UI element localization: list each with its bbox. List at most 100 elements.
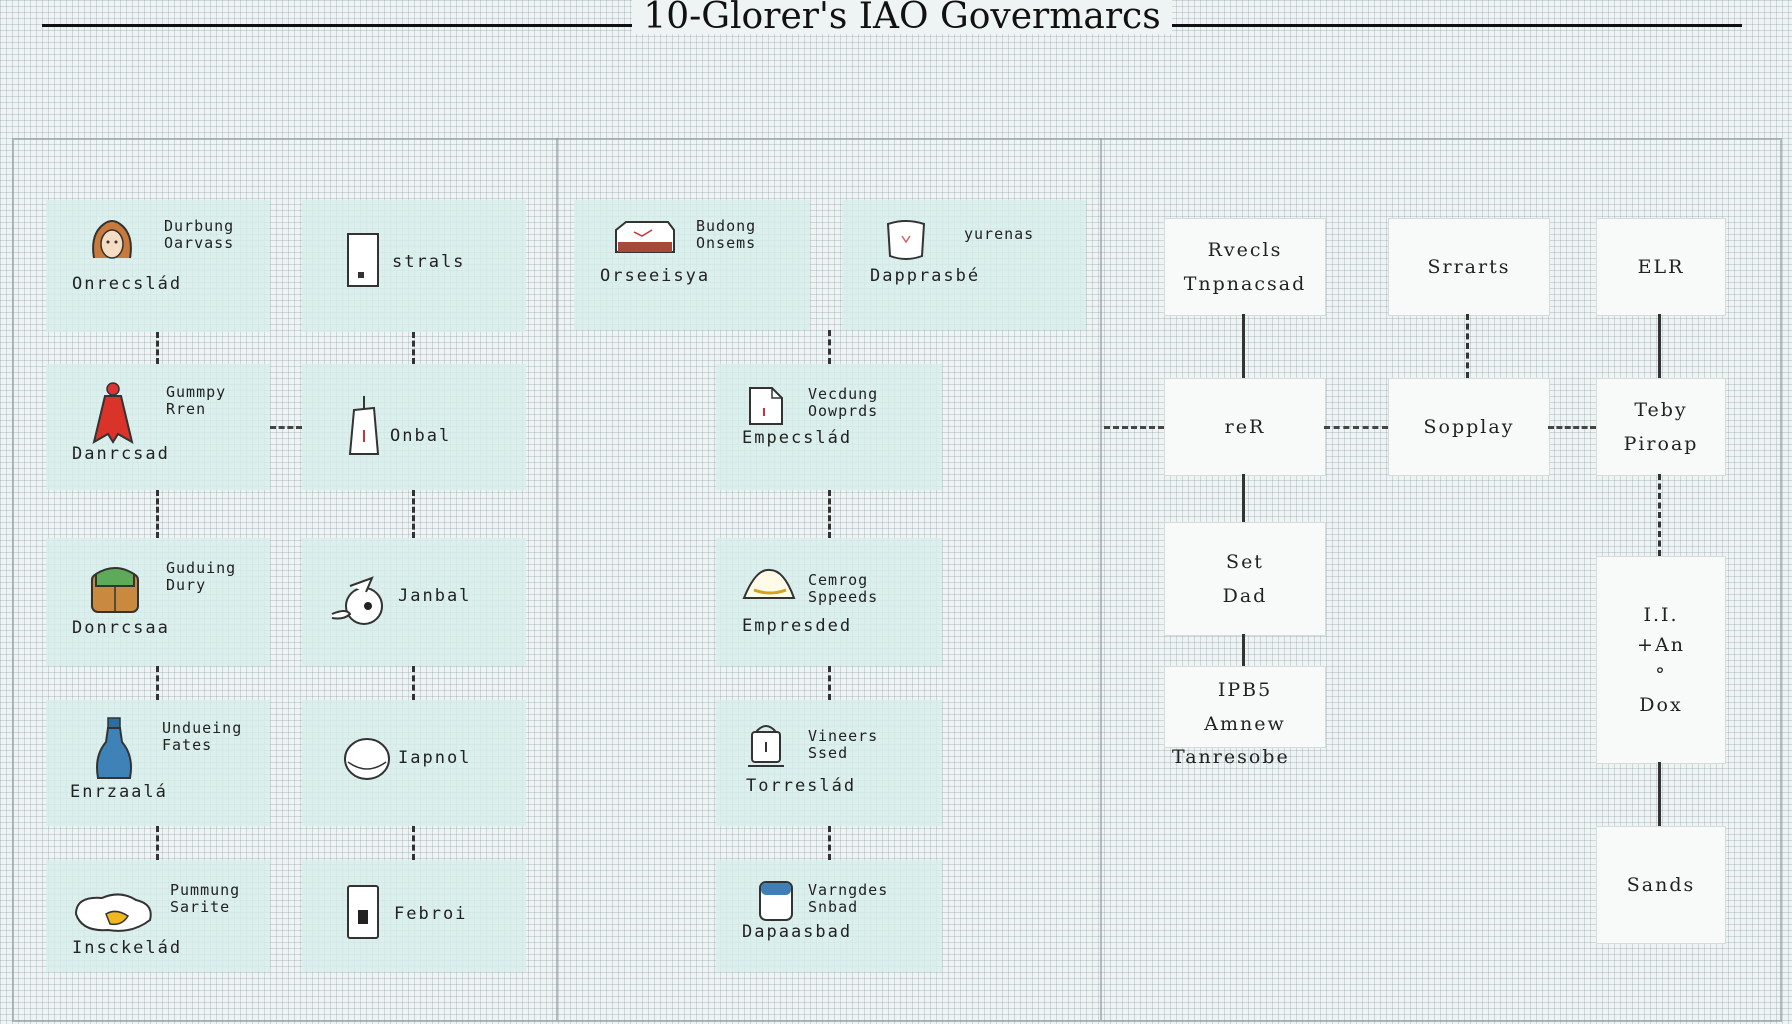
card-caption-line: Durbung [164,217,235,235]
box-text-line: Sopplay [1423,416,1515,438]
flask-icon [348,396,380,455]
card-label: Orseeisya [600,266,711,286]
box-text-line: Tnpnacsad [1183,273,1307,295]
card-caption-line: Undueing [162,719,243,737]
box-right-2-1: Srrarts [1388,218,1550,316]
connector-line-horizontal [1324,426,1388,429]
box-text-line: Rvecls [1207,239,1283,261]
connector-line-horizontal [1548,426,1596,429]
card-caption-line: Gummpy [166,383,227,401]
box-right-3-2: Teby Piroap [1596,378,1726,476]
box-right-1-2: reR [1164,378,1326,476]
connector-line [156,826,159,860]
box-text-line: Piroap [1623,433,1699,455]
panel-divider-right [1100,138,1102,1020]
diagram-frame [12,138,1782,1022]
card-caption-line: Sppeeds [808,588,879,606]
diagram-title: 10-Glorer's IAO Govermarcs [632,0,1172,35]
box-text-line: Set [1226,551,1264,573]
card-caption-line: yurenas [964,225,1035,243]
box-right-3-4: Sands [1596,826,1726,944]
box-text-line: ELR [1637,256,1685,278]
box-right-2-2: Sopplay [1388,378,1550,476]
box-text-line: IPB5 [1217,679,1273,701]
can-icon [759,881,793,921]
card-label: Febroi [394,904,468,924]
card-caption-line: Oowprds [808,402,879,420]
cup-icon [886,220,926,260]
card-caption-line: Dury [166,576,207,594]
box-text-line: Teby [1634,399,1688,421]
box-text-line: Srrarts [1427,256,1511,278]
card-left2-2: Onbal [302,364,526,490]
connector-line [828,490,831,538]
box-icon [615,221,675,253]
card-label: Onbal [390,426,452,446]
card-caption-line: Pummung [170,881,241,899]
connector-line [412,826,415,860]
card-caption-line: Onsems [696,234,757,252]
connector-line [1658,314,1661,378]
box-footer-label: Tanresobe [1172,746,1290,768]
box-text-line: I.I. [1643,604,1679,626]
card-caption-line: Vineers [808,727,879,745]
card-left2-3: Janbal [302,538,526,666]
card-left2-1: strals [302,200,526,332]
card-label: Dapprasbé [870,266,981,286]
red-cape-icon [92,382,134,445]
bird-icon [331,576,383,625]
box-text-line: +An [1637,634,1685,656]
box-right-3-1: ELR [1596,218,1726,316]
box-right-3-3: I.I. +An ° Dox [1596,556,1726,764]
circle-icon [344,738,390,780]
connector-line [1242,634,1245,666]
card-label: Enrzaalá [70,782,168,802]
hat-icon [742,568,796,599]
connector-line [1242,474,1245,522]
jar-icon [347,233,379,287]
connector-line [156,332,159,364]
card-caption-line: Ssed [808,744,849,762]
connector-line [156,490,159,538]
connector-line [412,332,415,364]
box-text-line: Dad [1222,585,1268,607]
card-label: Donrcsaa [72,618,170,638]
card-label: Insckelád [72,938,183,958]
card-label: Onrecslád [72,274,183,294]
cat-head-icon [92,220,132,259]
connector-line [828,666,831,700]
connector-line [1242,314,1245,378]
connector-line [1658,474,1661,556]
card-label: Iapnol [398,748,472,768]
card-label: strals [392,252,466,272]
connector-line-horizontal [1104,426,1164,429]
card-label: Janbal [398,586,472,606]
title-rule-right [1160,24,1742,27]
card-label: Empecslád [742,428,853,448]
card-caption-line: Snbad [808,898,859,916]
card-caption-line: Cemrog [808,571,869,589]
connector-line [828,330,831,364]
card-caption-line: Varngdes [808,881,889,899]
connector-line [828,826,831,860]
connector-line-horizontal [270,426,302,429]
card-label: Empresded [742,616,853,636]
lamp-icon [748,725,784,767]
card-caption-line: Rren [166,400,207,418]
bottle-icon [96,717,132,779]
box-text-line: Dox [1639,694,1683,716]
card-caption-line: Budong [696,217,757,235]
box-right-1-1: Rvecls Tnpnacsad [1164,218,1326,316]
bag-icon [91,567,139,613]
card-label: Torreslád [746,776,857,796]
